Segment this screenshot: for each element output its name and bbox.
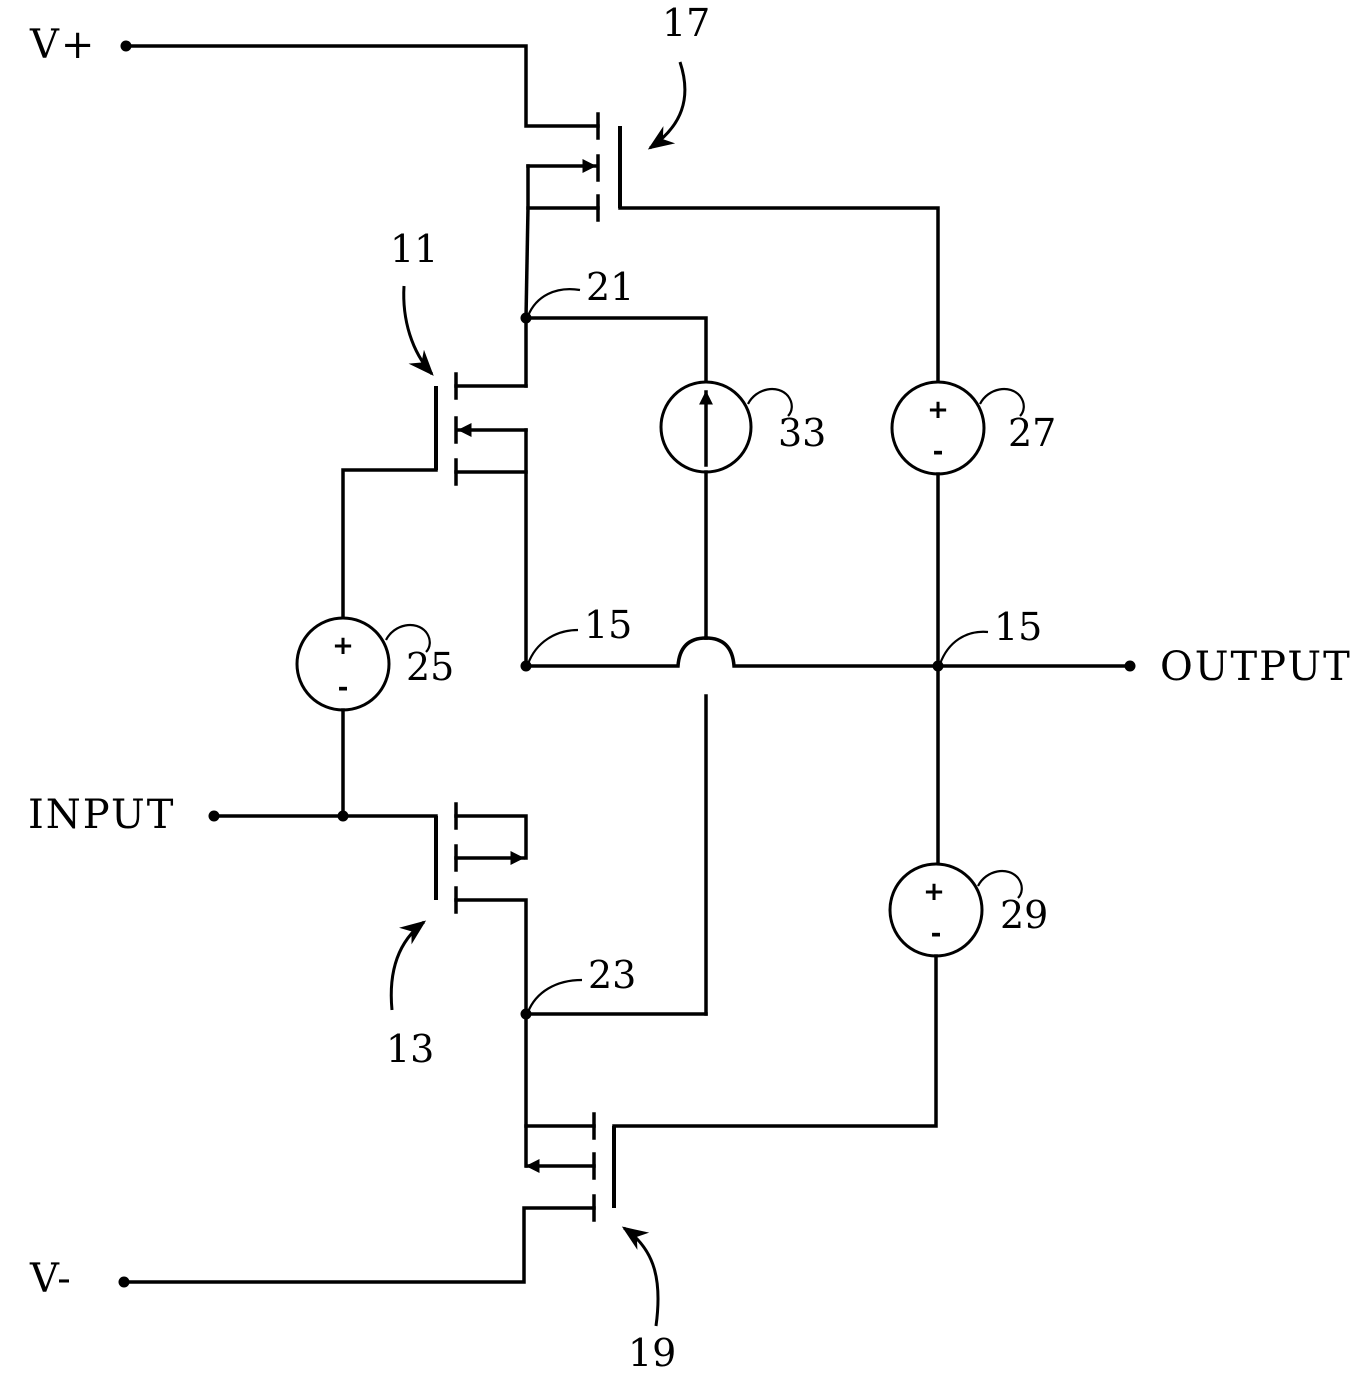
transistor-13 — [434, 802, 528, 1016]
current-source-33 — [659, 380, 753, 1016]
leader-23 — [526, 978, 583, 1013]
pointer-arrow-17 — [647, 61, 687, 150]
wire-node21-to-source33 — [524, 316, 708, 386]
input-label: INPUT — [28, 792, 175, 838]
leader-27 — [979, 387, 1025, 417]
ref-15-left: 15 — [584, 603, 632, 647]
output-label: OUTPUT — [1160, 644, 1352, 690]
source-25-minus: - — [338, 673, 349, 703]
pointer-arrow-19 — [621, 1226, 660, 1327]
v-plus-label: V+ — [29, 22, 96, 68]
ref-27: 27 — [1008, 411, 1056, 455]
transistor-11 — [341, 316, 528, 668]
leader-15-left — [526, 628, 579, 665]
ref-11: 11 — [390, 227, 438, 271]
leader-21 — [526, 288, 581, 317]
ref-29: 29 — [1000, 893, 1048, 937]
leader-15-right — [938, 630, 989, 665]
output-wire — [524, 636, 1132, 668]
voltage-source-25: + - — [295, 616, 391, 818]
ref-19: 19 — [628, 1331, 676, 1375]
ref-21: 21 — [586, 265, 634, 309]
ref-13: 13 — [386, 1027, 434, 1071]
voltage-source-27: + - — [890, 380, 986, 868]
leader-33 — [747, 387, 793, 417]
transistor-19 — [122, 1012, 616, 1284]
source-25-plus: + — [332, 631, 354, 661]
source-27-minus: - — [933, 437, 944, 467]
ref-17: 17 — [662, 1, 710, 45]
ref-23: 23 — [588, 953, 636, 997]
ref-33: 33 — [778, 411, 826, 455]
source-27-plus: + — [927, 395, 949, 425]
source-29-plus: + — [923, 877, 945, 907]
transistor-17 — [124, 44, 940, 388]
ref-15-right: 15 — [994, 605, 1042, 649]
voltage-source-29: + - — [612, 862, 984, 1128]
ref-25: 25 — [406, 645, 454, 689]
leader-25 — [385, 623, 431, 653]
pointer-arrow-11 — [402, 285, 434, 376]
source-29-minus: - — [931, 919, 942, 949]
v-minus-label: V- — [29, 1256, 73, 1302]
pointer-arrow-13 — [389, 920, 427, 1011]
leader-29 — [977, 869, 1023, 899]
